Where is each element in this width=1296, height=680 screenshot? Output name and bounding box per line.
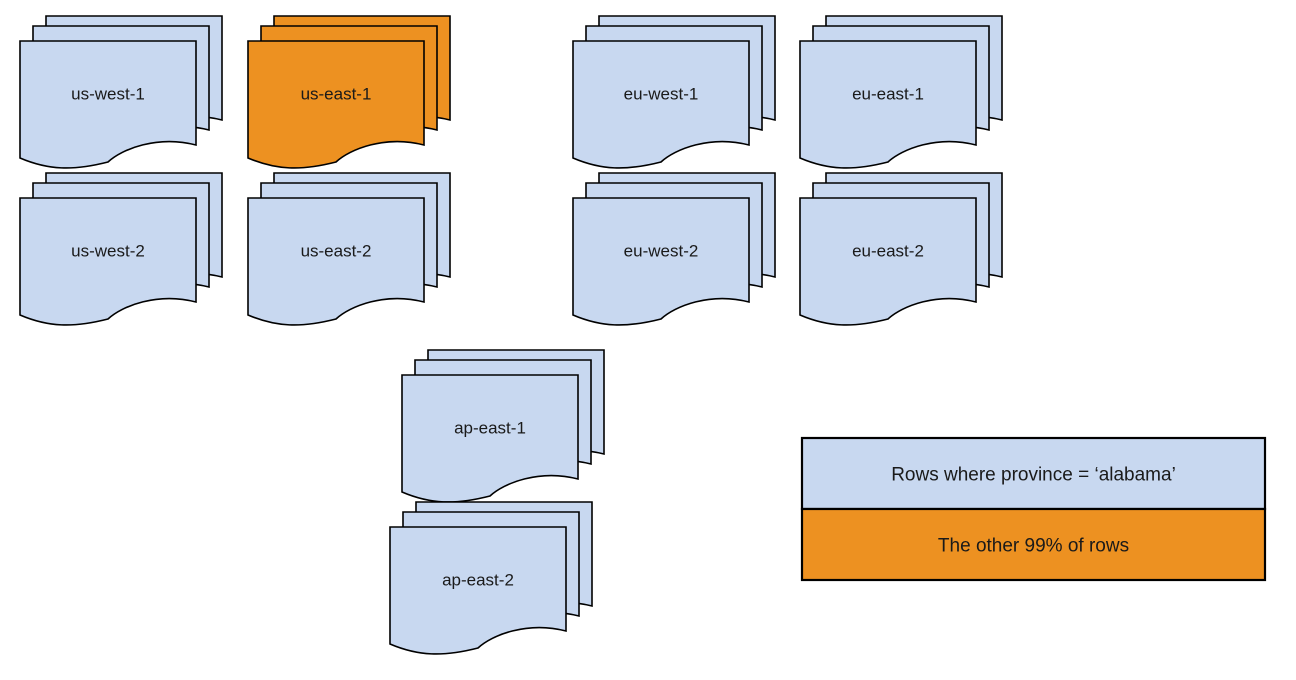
document-stack-label-ap-east-1: ap-east-1	[454, 418, 526, 437]
document-stack-label-eu-west-2: eu-west-2	[624, 241, 699, 260]
document-stack-us-west-1[interactable]: us-west-1	[19, 15, 223, 169]
document-stack-label-ap-east-2: ap-east-2	[442, 570, 514, 589]
document-stack-label-eu-east-1: eu-east-1	[852, 84, 924, 103]
legend-label-0: Rows where province = ‘alabama’	[891, 465, 1176, 486]
document-sheet-front-eu-east-1	[799, 40, 977, 169]
document-stack-eu-west-1[interactable]: eu-west-1	[572, 15, 776, 169]
legend-group: Rows where province = ‘alabama’ The other…	[800, 436, 1267, 582]
document-stack-ap-east-1[interactable]: ap-east-1	[401, 349, 605, 503]
legend-swatch-0	[800, 436, 1267, 511]
document-sheet-front-eu-east-2	[799, 197, 977, 326]
document-stack-label-eu-east-2: eu-east-2	[852, 241, 924, 260]
document-sheet-front-ap-east-2	[389, 526, 567, 655]
document-stack-eu-west-2[interactable]: eu-west-2	[572, 172, 776, 326]
document-sheet-front-us-west-1	[19, 40, 197, 169]
document-stack-us-east-2[interactable]: us-east-2	[247, 172, 451, 326]
legend-row-other: The other 99% of rows	[800, 507, 1267, 582]
document-sheet-front-ap-east-1	[401, 374, 579, 503]
document-stack-eu-east-2[interactable]: eu-east-2	[799, 172, 1003, 326]
document-stack-label-us-west-2: us-west-2	[71, 241, 145, 260]
document-stack-eu-east-1[interactable]: eu-east-1	[799, 15, 1003, 169]
document-stack-us-west-2[interactable]: us-west-2	[19, 172, 223, 326]
legend-swatch-1	[800, 507, 1267, 582]
document-stack-label-eu-west-1: eu-west-1	[624, 84, 699, 103]
legend-label-1: The other 99% of rows	[938, 536, 1129, 557]
document-stack-label-us-east-2: us-east-2	[301, 241, 372, 260]
legend-row-alabama: Rows where province = ‘alabama’	[800, 436, 1267, 511]
document-stack-label-us-west-1: us-west-1	[71, 84, 145, 103]
document-stack-label-us-east-1: us-east-1	[301, 84, 372, 103]
document-sheet-front-eu-west-2	[572, 197, 750, 326]
document-sheet-front-eu-west-1	[572, 40, 750, 169]
document-stack-us-east-1[interactable]: us-east-1	[247, 15, 451, 169]
document-sheet-front-us-east-2	[247, 197, 425, 326]
document-stacks-group: us-west-1 us-east-1 eu-west-1 eu-east-1 us-w…	[19, 15, 1003, 655]
document-sheet-front-us-east-1	[247, 40, 425, 169]
document-stack-ap-east-2[interactable]: ap-east-2	[389, 501, 593, 655]
document-sheet-front-us-west-2	[19, 197, 197, 326]
